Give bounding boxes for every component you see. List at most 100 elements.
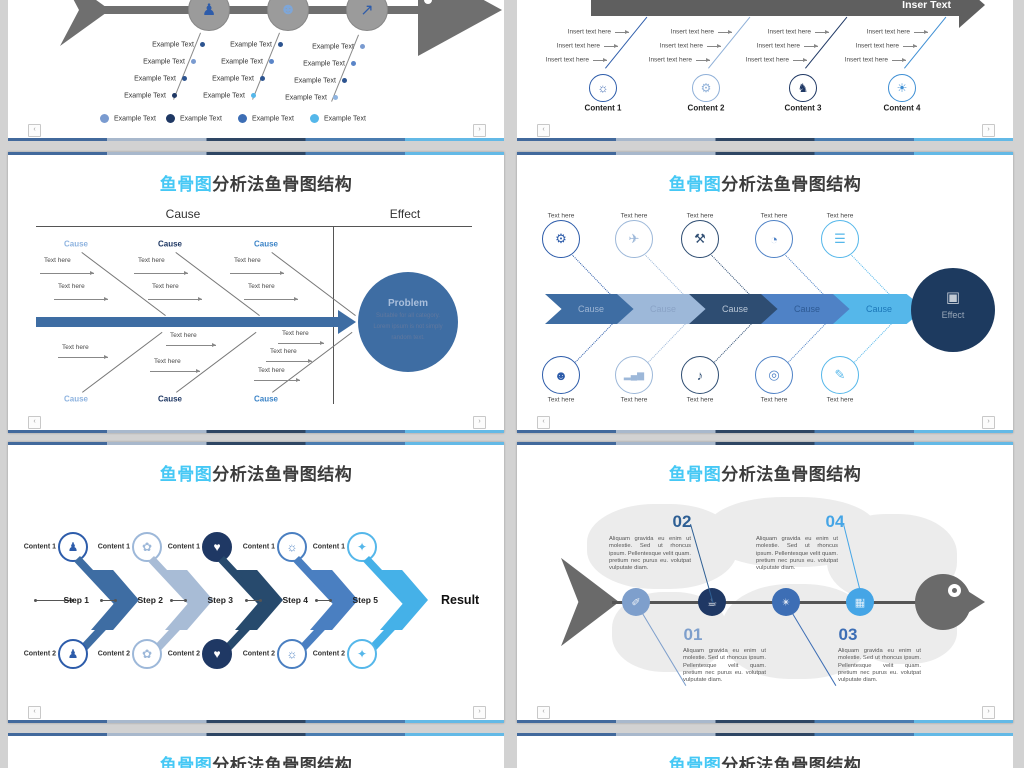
slide-accent-bar bbox=[517, 442, 1013, 445]
paper-plane-icon: ✈ bbox=[615, 220, 653, 258]
next-slide-button[interactable]: › bbox=[982, 124, 995, 137]
prev-slide-button[interactable]: ‹ bbox=[28, 416, 41, 429]
arrow-icon bbox=[892, 58, 906, 62]
gear-icon: ⚙ bbox=[692, 74, 720, 102]
problem-line: Suitable for all category. bbox=[376, 313, 440, 319]
fish-mouth bbox=[963, 588, 985, 616]
arrow-icon bbox=[696, 58, 710, 62]
slide-5[interactable]: 鱼骨图分析法鱼骨图结构 Content 1 ♟ Step 1 ♟ Content… bbox=[8, 442, 504, 723]
next-slide-button[interactable]: › bbox=[473, 706, 486, 719]
cause-label: Cause bbox=[63, 394, 89, 404]
example-label: Example Text bbox=[312, 43, 354, 51]
slide-thumbnail-1[interactable]: ♟ ☻ ↗ Example Text Example Text Example … bbox=[8, 0, 504, 141]
lock-icon: ✦ bbox=[347, 639, 377, 669]
prev-slide-button[interactable]: ‹ bbox=[28, 124, 41, 137]
next-slide-button[interactable]: › bbox=[473, 416, 486, 429]
brush-icon: ✐ bbox=[622, 588, 650, 616]
description-text: Aliquam gravida eu enim ut molestie. Sed… bbox=[838, 648, 921, 684]
person-add-icon: ♟ bbox=[188, 0, 230, 31]
number-04: 04 bbox=[825, 512, 845, 531]
slide-thumbnail-2[interactable]: Inser Text Insert text here Insert text … bbox=[517, 0, 1013, 141]
slide-thumbnail-8[interactable]: 鱼骨图分析法鱼骨图结构 bbox=[517, 733, 1013, 768]
icon-glyph: ▦ bbox=[854, 596, 866, 609]
lifebuoy-icon: ◎ bbox=[755, 356, 793, 394]
branch-line bbox=[82, 331, 163, 393]
banner-arrowhead bbox=[959, 0, 985, 28]
dotted-connector bbox=[573, 323, 613, 365]
icon-glyph: ♟ bbox=[67, 540, 79, 554]
text-here-label: Text here bbox=[760, 396, 788, 404]
title-highlight: 鱼骨图 bbox=[159, 465, 213, 484]
slide-3[interactable]: 鱼骨图分析法鱼骨图结构 Cause Effect Cause Text here… bbox=[8, 152, 504, 433]
page-title: 鱼骨图分析法鱼骨图结构 bbox=[669, 170, 862, 195]
example-label: Example Text bbox=[230, 41, 272, 49]
text-here-label: Text here bbox=[282, 330, 309, 337]
arrow-icon bbox=[244, 297, 298, 301]
insert-label: Insert text here bbox=[545, 56, 589, 64]
text-here-label: Text here bbox=[620, 396, 648, 404]
example-label: Example Text bbox=[124, 92, 166, 100]
arrow-icon bbox=[166, 343, 216, 347]
slide-8[interactable]: 鱼骨图分析法鱼骨图结构 bbox=[517, 733, 1013, 768]
slide-4[interactable]: 鱼骨图分析法鱼骨图结构 Text here ⚙ Text here ✈ Text… bbox=[517, 152, 1013, 433]
prev-slide-button[interactable]: ‹ bbox=[28, 706, 41, 719]
content1-label: Content 1 bbox=[312, 543, 345, 551]
content2-label: Content 2 bbox=[242, 650, 275, 658]
step-connector bbox=[170, 599, 187, 602]
arrow-icon bbox=[134, 271, 188, 275]
step-connector bbox=[100, 599, 117, 602]
arrow-icon bbox=[718, 30, 732, 34]
step-connector bbox=[315, 599, 332, 602]
arrow-icon bbox=[40, 271, 94, 275]
growth-chart-icon: ↗ bbox=[346, 0, 388, 31]
next-slide-button[interactable]: › bbox=[982, 416, 995, 429]
connector-line bbox=[605, 16, 648, 69]
cause-label: Cause bbox=[157, 394, 183, 404]
lock-icon: ✦ bbox=[347, 532, 377, 562]
icon-glyph: ✈ bbox=[628, 231, 640, 246]
arrow-icon bbox=[793, 58, 807, 62]
prev-slide-button[interactable]: ‹ bbox=[537, 124, 550, 137]
text-here-label: Text here bbox=[686, 396, 714, 404]
slide-1[interactable]: ♟ ☻ ↗ Example Text Example Text Example … bbox=[8, 0, 504, 141]
spine-arrowhead bbox=[338, 310, 356, 334]
insert-label: Insert text here bbox=[866, 28, 910, 36]
icon-glyph: ♞ bbox=[797, 81, 809, 95]
description-text: Aliquam gravida eu enim ut molestie. Sed… bbox=[609, 536, 691, 572]
next-slide-button[interactable]: › bbox=[982, 706, 995, 719]
slide-2[interactable]: Inser Text Insert text here Insert text … bbox=[517, 0, 1013, 141]
dotted-connector bbox=[785, 255, 825, 296]
arrow-icon bbox=[615, 30, 629, 34]
prev-slide-button[interactable]: ‹ bbox=[537, 416, 550, 429]
problem-desc: Suitable for all category. Lorem ipsum i… bbox=[358, 311, 458, 344]
thick-connector bbox=[369, 602, 416, 652]
title-rest: 分析法鱼骨图结构 bbox=[212, 756, 353, 768]
text-here-label: Text here bbox=[62, 344, 89, 351]
arrow-icon bbox=[903, 44, 917, 48]
fish-head-arrow bbox=[418, 0, 502, 56]
slide-accent-bar bbox=[8, 138, 504, 141]
slide-accent-bar bbox=[517, 152, 1013, 155]
slide-7[interactable]: 鱼骨图分析法鱼骨图结构 bbox=[8, 733, 504, 768]
bone-dot bbox=[172, 93, 177, 98]
edit-icon: ✎ bbox=[821, 356, 859, 394]
icon-glyph: ☼ bbox=[286, 647, 298, 661]
next-slide-button[interactable]: › bbox=[473, 124, 486, 137]
spine-arrow bbox=[36, 317, 338, 327]
slide-6[interactable]: 鱼骨图分析法鱼骨图结构 ✐ ☕ ✴ ▦ 02 04 01 03 Aliquam … bbox=[517, 442, 1013, 723]
people-icon: ☻ bbox=[267, 0, 309, 31]
step-label: Step 4 bbox=[282, 595, 308, 605]
bone-dot bbox=[333, 95, 338, 100]
mug-icon: ☕ bbox=[698, 588, 726, 616]
dotted-connector bbox=[711, 255, 751, 296]
example-label: Example Text bbox=[303, 60, 345, 68]
connector-line bbox=[708, 16, 751, 69]
arrow-icon bbox=[604, 44, 618, 48]
prev-slide-button[interactable]: ‹ bbox=[537, 706, 550, 719]
hand-leaf-icon: ✿ bbox=[132, 639, 162, 669]
text-here-label: Text here bbox=[547, 212, 575, 220]
slide-thumbnail-7[interactable]: 鱼骨图分析法鱼骨图结构 bbox=[8, 733, 504, 768]
banner-label: Inser Text bbox=[902, 0, 951, 11]
icon-glyph: ↗ bbox=[360, 2, 374, 19]
legend-label: Example Text bbox=[114, 115, 156, 123]
